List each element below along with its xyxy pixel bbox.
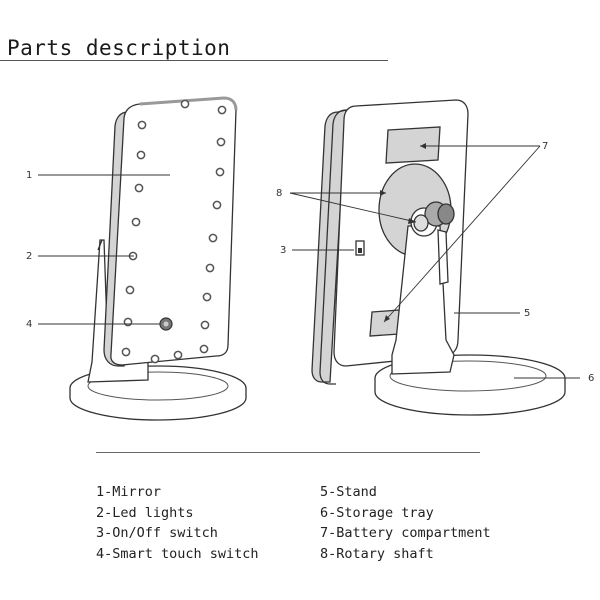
battery-compartment	[385, 126, 441, 164]
front-stand	[87, 239, 149, 383]
legend-item: 8-Rotary shaft	[320, 545, 434, 562]
battery-compartment-lower	[369, 309, 401, 337]
callout-4: 4	[26, 319, 32, 330]
legend-item: 6-Storage tray	[320, 504, 434, 521]
page-title: Parts description	[7, 36, 231, 60]
title-underline	[0, 60, 388, 61]
callout-arrowheads	[380, 143, 426, 322]
callout-8: 8	[276, 188, 282, 199]
callout-6: 6	[588, 373, 594, 384]
front-view-mirror	[69, 96, 247, 421]
legend-right-column: 5-Stand 6-Storage tray 7-Battery compart…	[320, 482, 491, 564]
back-view-mirror	[311, 99, 566, 416]
legend-item: 1-Mirror	[96, 484, 162, 500]
legend-left-column: 1-Mirror 2-Led lights 3-On/Off switch 4-…	[96, 482, 259, 564]
legend-item: 2-Led lights	[96, 504, 194, 521]
callout-1: 1	[26, 170, 32, 181]
back-mirror-edge	[311, 109, 347, 383]
callout-7: 7	[542, 141, 548, 152]
section-divider	[96, 452, 480, 453]
legend-item: 3-On/Off switch	[96, 525, 218, 541]
legend-item: 5-Stand	[320, 484, 377, 500]
callout-3: 3	[280, 245, 286, 256]
legend-item: 7-Battery compartment	[320, 525, 491, 541]
parts-diagram: 1 2 4 3 8 7 5 6	[26, 96, 594, 421]
callout-2: 2	[26, 251, 32, 262]
callout-5: 5	[524, 308, 530, 319]
callout-lines	[38, 145, 580, 379]
legend-item: 4-Smart touch switch	[96, 545, 259, 562]
